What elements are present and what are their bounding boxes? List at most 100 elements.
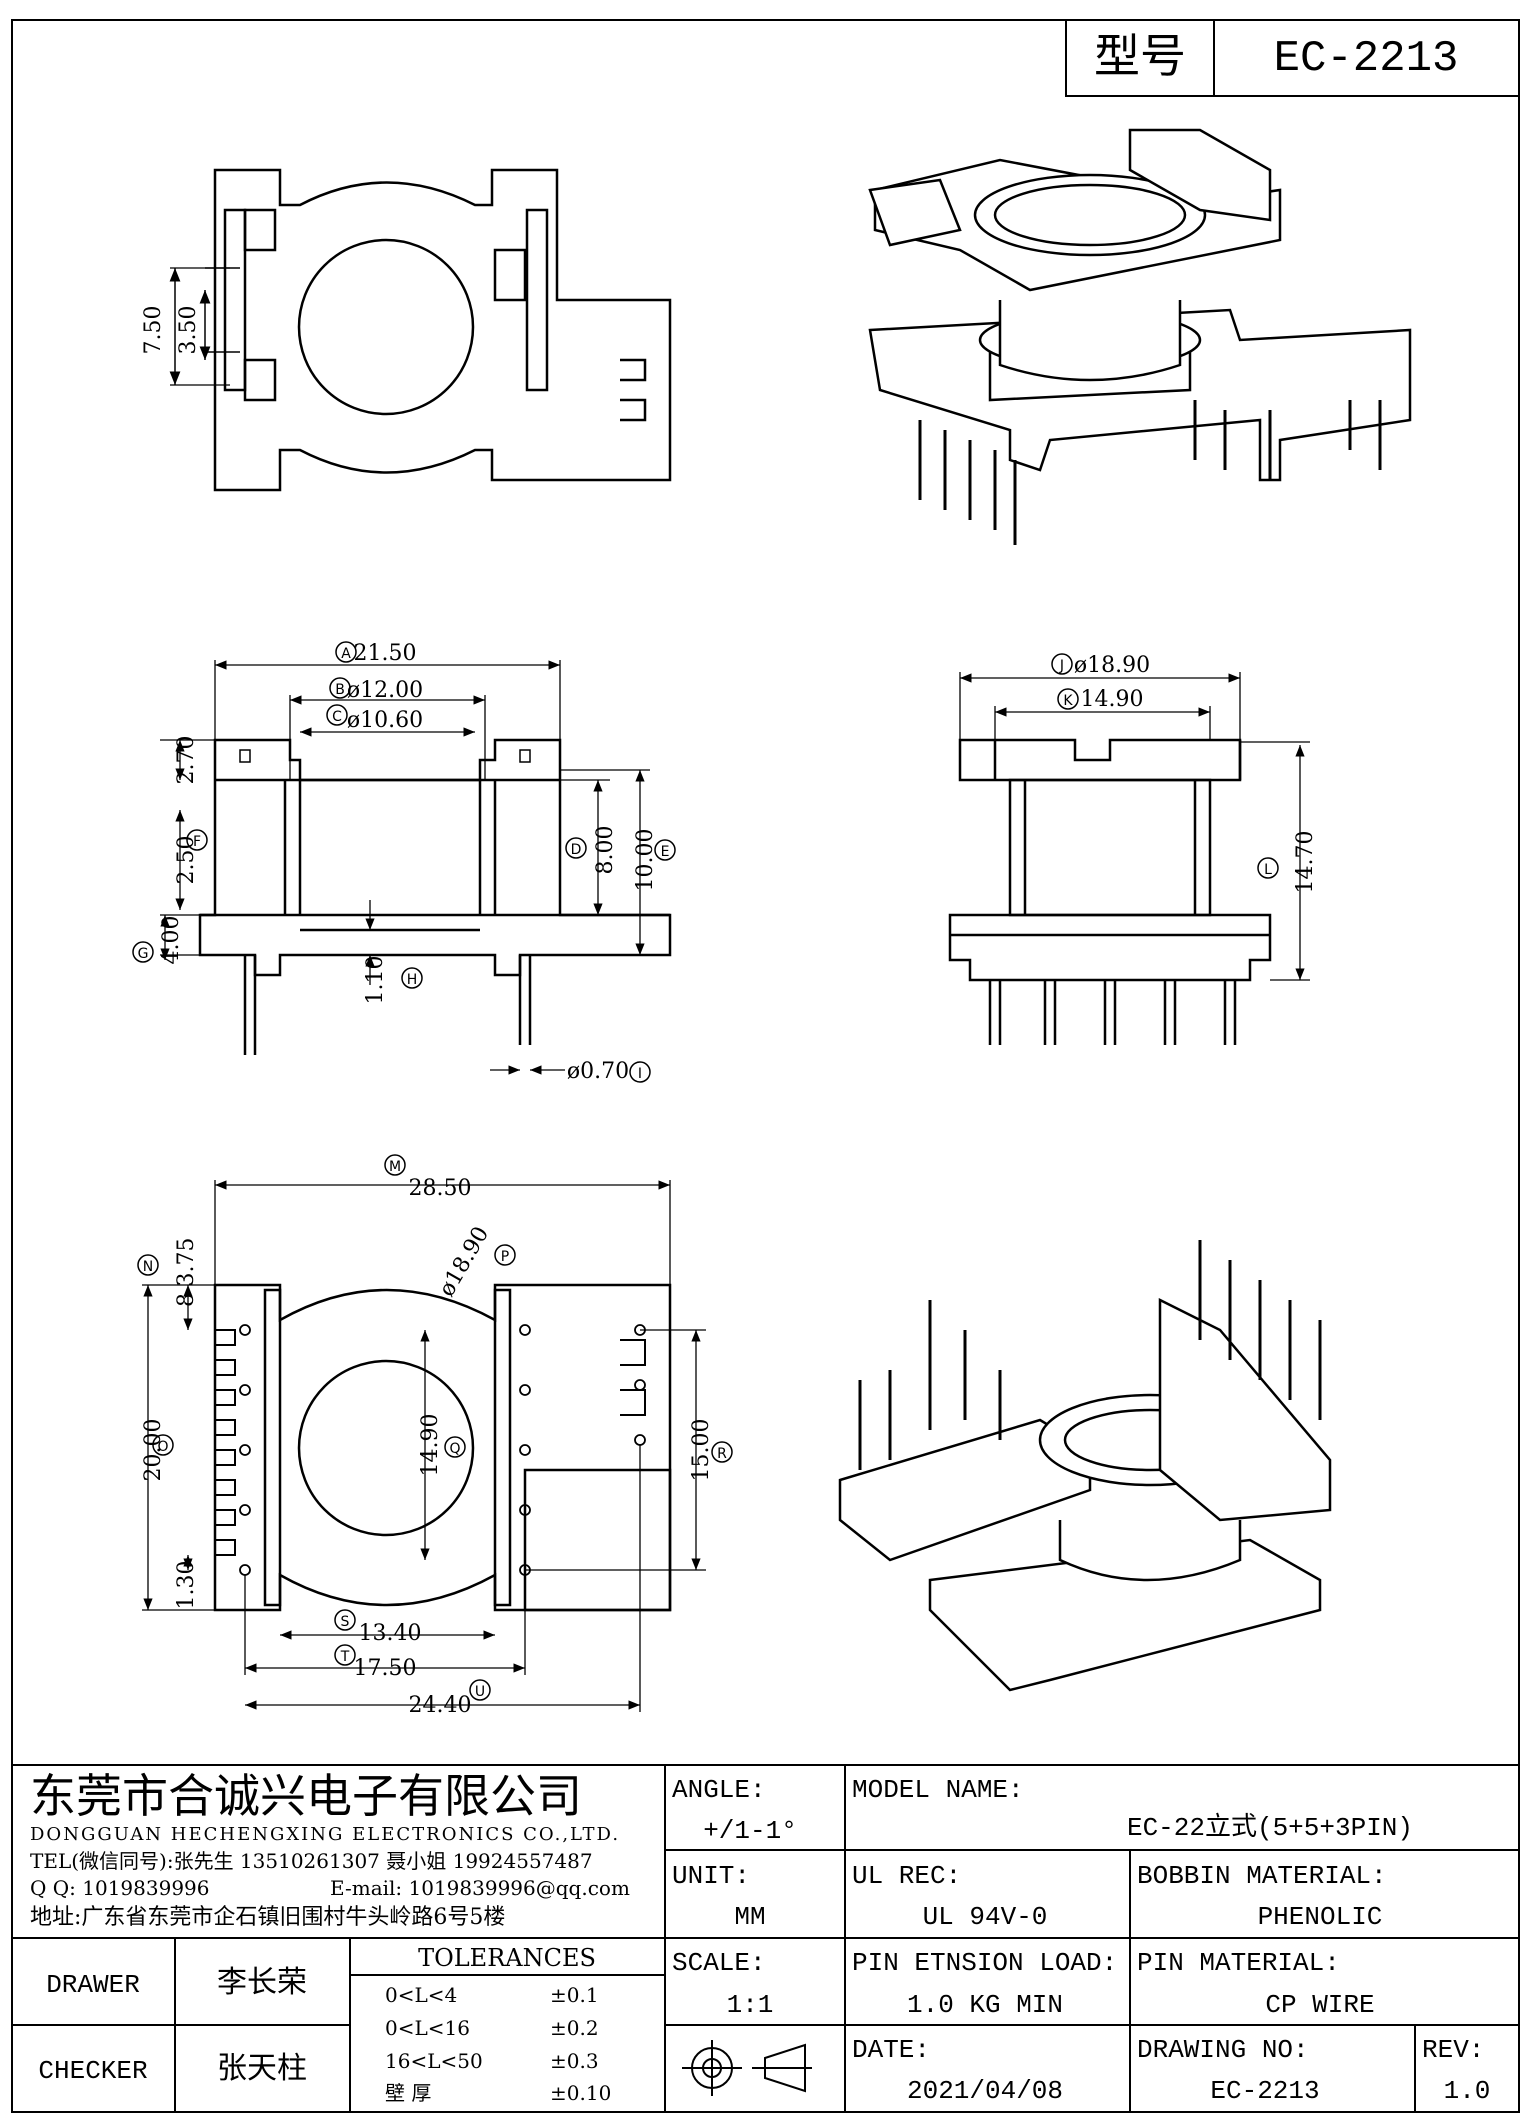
drawing-no-value: EC-2213 — [1210, 2076, 1319, 2106]
dim-3-50: 3.50 — [176, 306, 201, 355]
dim-P: ø18.90 — [434, 1222, 494, 1301]
date-value: 2021/04/08 — [907, 2076, 1063, 2106]
rev-label: REV: — [1422, 2035, 1484, 2065]
pin-material-label: PIN MATERIAL: — [1137, 1948, 1340, 1978]
label-C: C — [332, 709, 342, 725]
bobbin-label: BOBBIN MATERIAL: — [1137, 1861, 1387, 1891]
drawing-no-label: DRAWING NO: — [1137, 2035, 1309, 2065]
front-view-dims — [959, 672, 1310, 981]
bottom-view — [213, 1283, 672, 1612]
dim-2-70: 2.70 — [174, 736, 199, 785]
label-D: D — [571, 842, 582, 858]
bottom-view-dims — [142, 1180, 706, 1712]
dim-B: ø12.00 — [347, 678, 423, 703]
dim-C: ø10.60 — [347, 708, 423, 733]
checker-value: 张天柱 — [217, 2051, 307, 2086]
drawer-label: DRAWER — [46, 1970, 140, 2000]
company-address: 地址:广东省东莞市企石镇旧围村牛头岭路6号5楼 — [30, 1905, 505, 1930]
front-view — [948, 738, 1272, 1045]
label-Q: Q — [449, 1441, 460, 1457]
dim-7-50: 7.50 — [141, 306, 166, 355]
dim-N: 3.75 — [174, 1238, 199, 1287]
label-E: E — [661, 844, 670, 860]
label-U: U — [475, 1684, 485, 1700]
label-F: F — [193, 834, 201, 850]
company-name-cn: 东莞市合诚兴电子有限公司 — [30, 1769, 582, 1823]
label-A: A — [341, 646, 351, 662]
top-view — [205, 168, 672, 492]
dim-J: ø18.90 — [1074, 653, 1150, 678]
side-view-labels: A 21.50 B ø12.00 C ø10.60 D 8.00 10.00 E… — [132, 641, 676, 1084]
label-N: N — [143, 1259, 153, 1275]
pin-load-value: 1.0 KG MIN — [907, 1990, 1063, 2020]
drawing-border — [11, 19, 1520, 2113]
dim-H: 1.10 — [363, 956, 388, 1005]
isometric-view-top — [868, 128, 1412, 545]
top-view-dims: 7.50 3.50 — [141, 267, 230, 386]
dim-D: 8.00 — [593, 826, 618, 875]
model-name-value: EC-22立式(5+5+3PIN) — [1127, 1812, 1413, 1843]
dim-I: ø0.70 — [567, 1059, 629, 1084]
company-info: 东莞市合诚兴电子有限公司 DONGGUAN HECHENGXING ELECTR… — [30, 1769, 630, 1930]
ul-label: UL REC: — [852, 1861, 961, 1891]
bottom-view-pins — [239, 1324, 646, 1576]
label-G: G — [138, 946, 149, 962]
scale-label: SCALE: — [672, 1948, 766, 1978]
tol-value-3: ±0.3 — [550, 2049, 599, 2073]
label-S: S — [341, 1614, 350, 1630]
title-block-grid — [12, 1764, 1519, 2112]
dim-F: 2.50 — [174, 836, 199, 885]
tol-value-4: ±0.10 — [550, 2081, 611, 2105]
label-H: H — [407, 972, 418, 988]
model-name-label: MODEL NAME: — [852, 1775, 1024, 1805]
side-view — [198, 738, 672, 1055]
company-email: E-mail: 1019839996@qq.com — [330, 1876, 630, 1900]
dim-1-30: 1.30 — [174, 1561, 199, 1610]
pin-material-value: CP WIRE — [1265, 1990, 1374, 2020]
dim-R: 15.00 — [689, 1419, 714, 1482]
dim-M: 28.50 — [409, 1176, 472, 1201]
label-R: R — [717, 1446, 727, 1462]
angle-label: ANGLE: — [672, 1775, 766, 1805]
label-M: M — [389, 1159, 401, 1175]
dim-K: 14.90 — [1081, 687, 1144, 712]
bobbin-value: PHENOLIC — [1258, 1902, 1383, 1932]
tol-value-2: ±0.2 — [550, 2016, 599, 2040]
dim-E: 10.00 — [633, 829, 658, 892]
company-qq: Q Q: 1019839996 — [30, 1876, 210, 1900]
front-view-labels: J ø18.90 K 14.90 L 14.70 — [1051, 653, 1318, 893]
side-view-dims — [160, 660, 650, 1075]
rev-value: 1.0 — [1444, 2076, 1491, 2106]
pin-load-label: PIN ETNSION LOAD: — [852, 1948, 1117, 1978]
label-I: I — [638, 1066, 642, 1082]
label-T: T — [340, 1649, 350, 1665]
label-J: J — [1059, 658, 1064, 674]
ul-value: UL 94V-0 — [923, 1902, 1048, 1932]
dim-Q: 14.90 — [418, 1414, 443, 1477]
dim-U: 24.40 — [409, 1693, 472, 1718]
tol-range-3: 16<L<50 — [385, 2049, 483, 2073]
unit-value: MM — [734, 1902, 765, 1932]
label-B: B — [335, 682, 345, 698]
unit-label: UNIT: — [672, 1861, 750, 1891]
isometric-view-bottom — [838, 1240, 1332, 1692]
tol-range-2: 0<L<16 — [385, 2016, 470, 2040]
model-label: 型号 — [1094, 29, 1186, 83]
scale-value: 1:1 — [727, 1990, 774, 2020]
company-tel: TEL(微信同号):张先生 13510261307 聂小姐 1992455748… — [30, 1849, 593, 1873]
checker-label: CHECKER — [38, 2056, 147, 2086]
angle-value: +/1-1° — [703, 1816, 797, 1846]
drawer-value: 李长荣 — [217, 1965, 307, 2000]
dim-S: 13.40 — [359, 1621, 422, 1646]
tol-value-1: ±0.1 — [550, 1983, 599, 2007]
label-L: L — [1264, 862, 1272, 878]
dim-G: 4.00 — [159, 916, 184, 965]
projection-symbol-icon — [682, 2040, 812, 2096]
dim-T: 17.50 — [354, 1656, 417, 1681]
label-O: O — [157, 1439, 168, 1455]
tol-range-4: 壁 厚 — [385, 2081, 431, 2105]
date-label: DATE: — [852, 2035, 930, 2065]
title-fields: ANGLE: +/1-1° UNIT: MM SCALE: 1:1 MODEL … — [38, 1775, 1490, 2106]
model-header: 型号 EC-2213 — [1065, 19, 1520, 97]
